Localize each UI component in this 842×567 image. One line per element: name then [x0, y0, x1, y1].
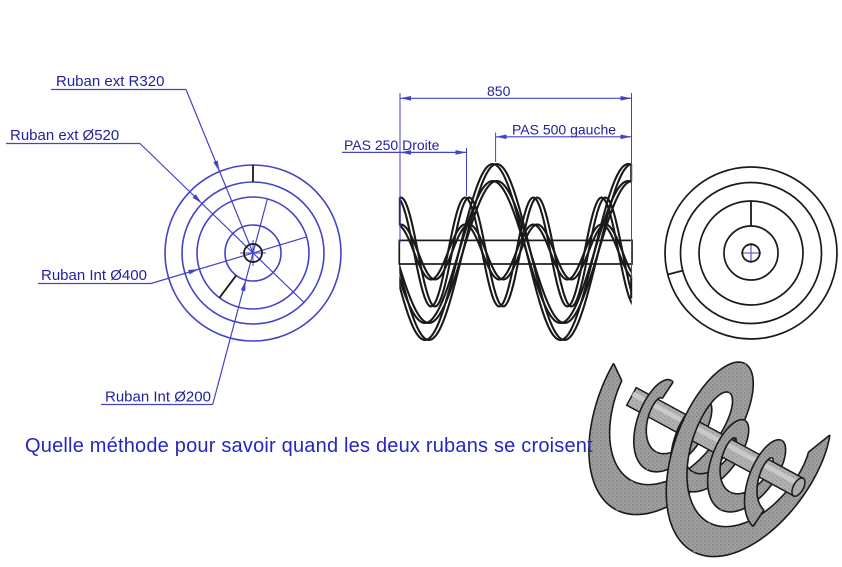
ribbon-band-cut-3d	[807, 434, 831, 453]
ribbon-band-edge-3d	[588, 362, 616, 511]
ribbon-band-edge-3d	[743, 438, 782, 528]
ribbon-band-edge-3d	[686, 391, 730, 524]
dimension-arrowhead	[620, 134, 632, 140]
label-ruban-int-d200: Ruban Int Ø200	[105, 389, 211, 406]
label-ruban-ext-d520: Ruban ext Ø520	[10, 127, 119, 144]
ribbon-band-3d	[744, 439, 783, 527]
drawing-shape	[399, 162, 632, 342]
ribbon-end-tick	[218, 274, 237, 299]
ribbon-band-edge-3d	[645, 396, 662, 453]
ribbon-band-edge-3d	[683, 419, 750, 493]
ribbon-band-3d	[666, 362, 747, 553]
ribbon-band-3d	[661, 380, 674, 399]
leader-line	[150, 236, 307, 285]
render-3d-view	[588, 361, 831, 558]
shaft-bore-circle	[243, 243, 263, 263]
leader-arrowhead	[188, 269, 200, 275]
helix-curve-ruban-int	[399, 196, 632, 308]
ribbon-band-cut-3d	[612, 363, 623, 382]
leader-arrowhead	[213, 160, 220, 172]
leader-line	[212, 198, 268, 405]
dimension-arrowhead	[400, 96, 411, 101]
front-view-drawing	[6, 88, 342, 406]
ribbon-band-cut-3d	[752, 509, 765, 527]
shaft-bore-circle	[741, 243, 761, 263]
ribbon-band-edge-3d	[708, 451, 810, 528]
dimension-arrowhead	[455, 150, 467, 155]
caption: Quelle méthode pour savoir quand les deu…	[25, 435, 593, 457]
ribbon-band-edge-3d	[756, 457, 773, 511]
dim-850-label: 850	[487, 83, 511, 99]
ribbon-band-edge-3d	[706, 418, 746, 511]
ribbon-band-edge-3d	[608, 380, 632, 482]
ribbon-edge-circle	[224, 224, 282, 282]
ribbon-band-edge-3d	[719, 439, 787, 513]
dim-pas-500-gauche-label: PAS 500 gauche	[512, 122, 616, 138]
dimension-arrowhead	[620, 96, 632, 101]
side-view-dimensions: 850 PAS 500 gauche PAS 250 Droite	[344, 83, 616, 153]
helix-curve-ruban-ext	[399, 179, 632, 325]
ribbon-band-edge-3d	[670, 379, 674, 383]
ribbon-band-3d	[633, 379, 672, 470]
ribbon-band-edge-3d	[692, 434, 831, 558]
ribbon-band-3d	[707, 419, 746, 511]
leader-arrowhead	[240, 280, 246, 292]
ribbon-band-edge-3d	[646, 399, 713, 473]
side-view-drawing	[342, 93, 633, 342]
ribbon-band-edge-3d	[719, 436, 736, 493]
front-view-labels: Ruban ext R320 Ruban ext Ø520 Ruban Int …	[10, 73, 211, 406]
ribbon-end-tick	[667, 269, 683, 276]
ribbon-band-cut-3d	[661, 381, 674, 400]
label-ruban-ext-r320: Ruban ext R320	[56, 73, 164, 90]
ribbon-band-3d	[588, 363, 634, 511]
ribbon-edge-circle	[679, 181, 823, 325]
dimension-arrowhead	[400, 150, 411, 155]
ribbon-band-edge-3d	[632, 378, 672, 471]
leader-arrowhead	[192, 194, 203, 204]
helix-curve-ruban-ext	[399, 179, 632, 325]
dim-pas-250-droite-label: PAS 250 Droite	[344, 137, 440, 153]
dimension-arrowhead	[495, 134, 507, 140]
ribbon-edge-circle	[664, 166, 838, 340]
ribbon-band-edge-3d	[665, 361, 746, 553]
ribbon-band-edge-3d	[630, 391, 734, 486]
shaft-endcap-3d	[791, 477, 806, 497]
label-ruban-int-d400: Ruban Int Ø400	[41, 267, 147, 284]
leader-line	[139, 143, 305, 303]
ribbon-edge-circle	[196, 196, 310, 310]
end-view-drawing	[664, 166, 838, 340]
